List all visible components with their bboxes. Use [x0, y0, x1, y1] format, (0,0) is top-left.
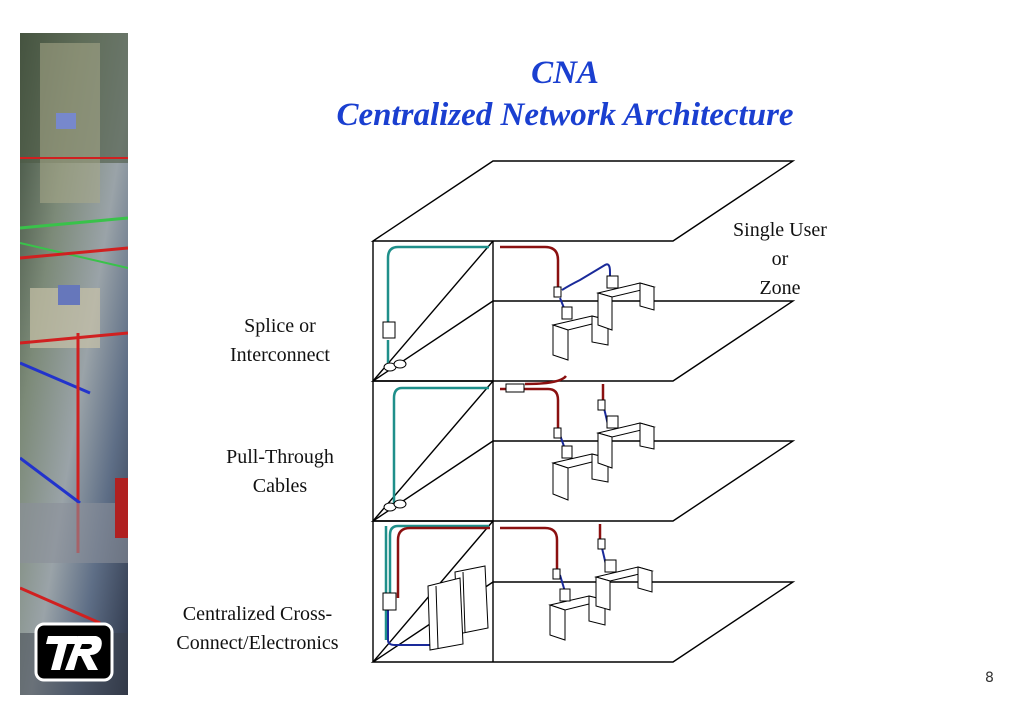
label-text: Pull-Through	[226, 446, 334, 468]
room-depth-line	[372, 240, 494, 382]
tr-logo-icon	[34, 622, 114, 682]
label-text: Single User	[733, 219, 827, 241]
label-single-user-zone: Single User or Zone	[700, 216, 860, 303]
outlet-box	[553, 427, 562, 439]
page-number: 8	[985, 670, 994, 686]
equipment-racks	[427, 565, 489, 651]
room-depth-line	[372, 380, 494, 522]
red-horizontal-cables	[396, 245, 605, 598]
label-text: Connect/Electronics	[176, 632, 339, 654]
splice-box	[382, 321, 396, 339]
interconnect-box	[505, 383, 525, 393]
cable-reel	[393, 359, 407, 369]
label-centralized-cross-connect: Centralized Cross- Connect/Electronics	[150, 600, 365, 658]
floor-plane-2	[370, 440, 796, 522]
label-text: Zone	[759, 277, 801, 299]
label-text: Centralized Cross-	[182, 603, 333, 625]
outlet-box	[597, 399, 606, 411]
outlet-box	[553, 286, 562, 298]
label-text: Interconnect	[230, 344, 330, 366]
teal-pull-through-cables	[384, 245, 489, 640]
outlet-box	[597, 538, 606, 550]
cable-reel	[393, 499, 407, 509]
title-line-1: CNA	[531, 55, 599, 91]
label-pull-through-cables: Pull-Through Cables	[200, 443, 360, 501]
floor-plane-3	[370, 300, 796, 382]
workstations	[548, 275, 656, 641]
label-text: or	[771, 248, 789, 270]
outlet-box	[552, 568, 561, 580]
splice-box	[382, 592, 397, 611]
label-splice-interconnect: Splice or Interconnect	[205, 312, 355, 370]
label-text: Cables	[252, 475, 308, 497]
label-text: Splice or	[244, 315, 316, 337]
title-line-2: Centralized Network Architecture	[336, 97, 794, 133]
roof-plane	[370, 160, 796, 242]
